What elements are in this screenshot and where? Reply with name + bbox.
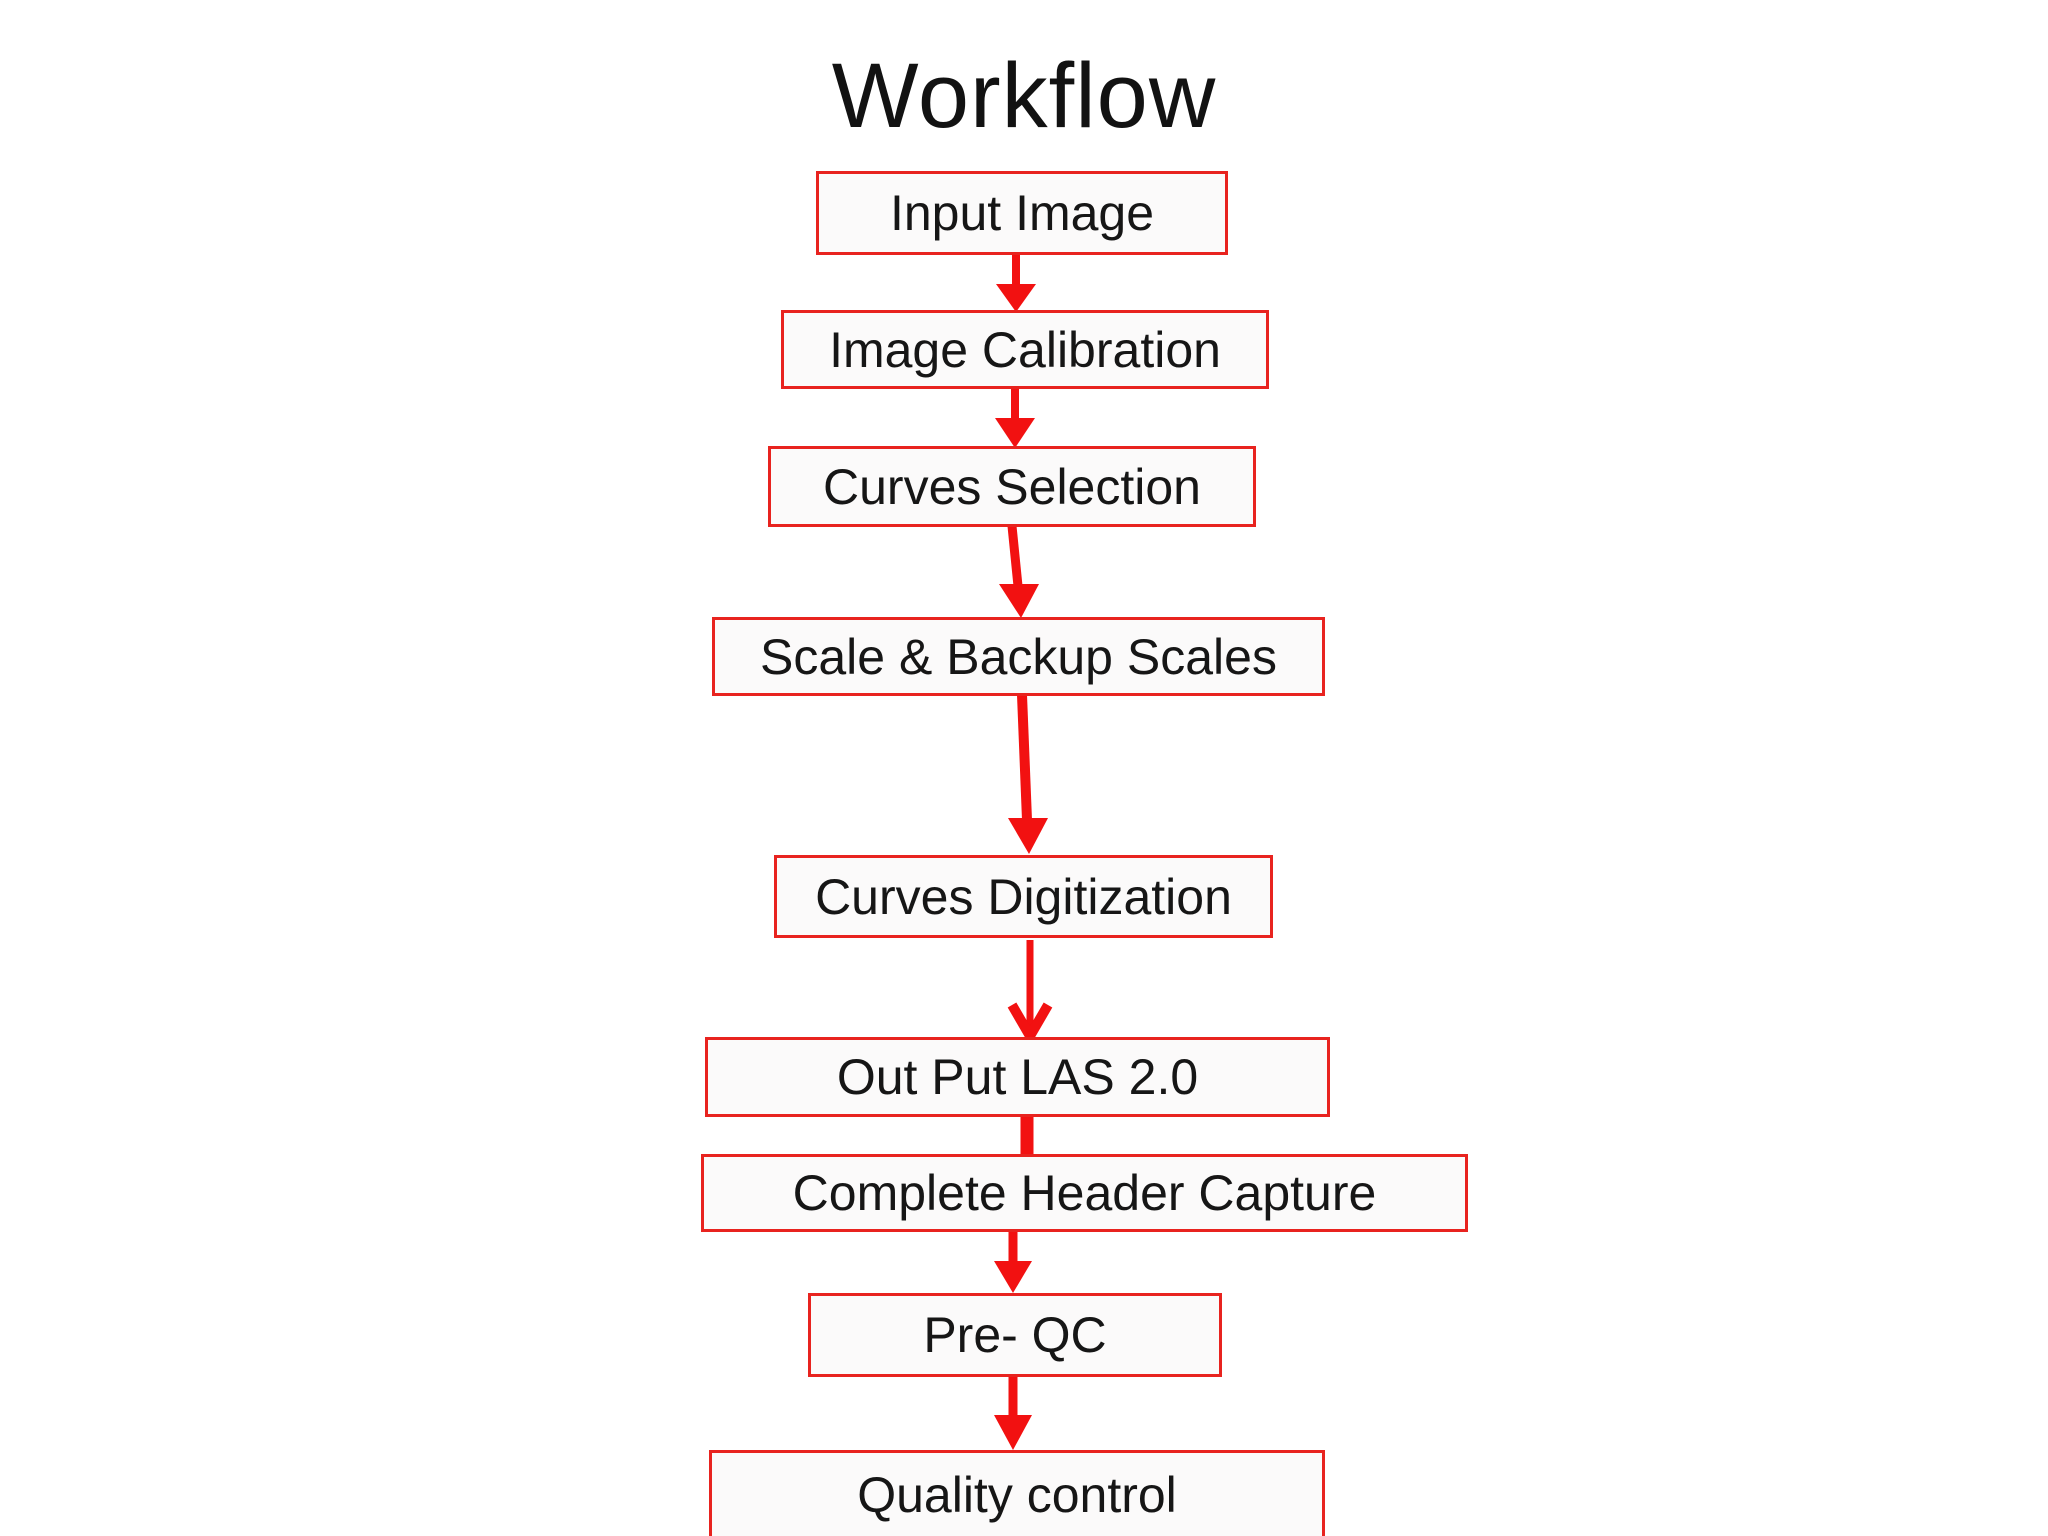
flow-step-label: Curves Selection [823, 458, 1201, 515]
flow-step-label: Scale & Backup Scales [760, 628, 1277, 685]
flow-step-output-las-2-0: Out Put LAS 2.0 [705, 1037, 1330, 1117]
flow-step-image-calibration: Image Calibration [781, 310, 1269, 389]
flow-step-scale-backup-scales: Scale & Backup Scales [712, 617, 1325, 696]
arrow-input-image-to-image-calibration [996, 254, 1036, 312]
flow-step-label: Curves Digitization [815, 868, 1232, 925]
flow-step-label: Quality control [857, 1467, 1177, 1523]
flow-step-curves-selection: Curves Selection [768, 446, 1256, 527]
arrow-complete-header-capture-to-pre-qc [994, 1230, 1032, 1293]
flow-step-label: Image Calibration [829, 321, 1221, 378]
arrow-curves-digitization-to-output-las [1007, 940, 1053, 1046]
arrow-curves-selection-to-scale-backup-scales [999, 525, 1039, 618]
flow-step-quality-control: Quality control [709, 1450, 1325, 1536]
flow-step-label: Pre- QC [923, 1307, 1107, 1363]
arrow-scale-backup-scales-to-curves-digitization [1008, 694, 1048, 854]
flow-step-pre-qc: Pre- QC [808, 1293, 1222, 1377]
flow-step-label: Complete Header Capture [792, 1165, 1377, 1221]
flow-step-complete-header-capture: Complete Header Capture [701, 1154, 1468, 1232]
flow-step-curves-digitization: Curves Digitization [774, 855, 1273, 938]
arrow-pre-qc-to-quality-control [994, 1375, 1032, 1450]
flow-step-label: Input Image [889, 185, 1155, 241]
diagram-title: Workflow [831, 45, 1217, 147]
flow-step-input-image: Input Image [816, 171, 1228, 255]
arrow-image-calibration-to-curves-selection [995, 388, 1035, 448]
flow-step-label: Out Put LAS 2.0 [836, 1049, 1199, 1105]
